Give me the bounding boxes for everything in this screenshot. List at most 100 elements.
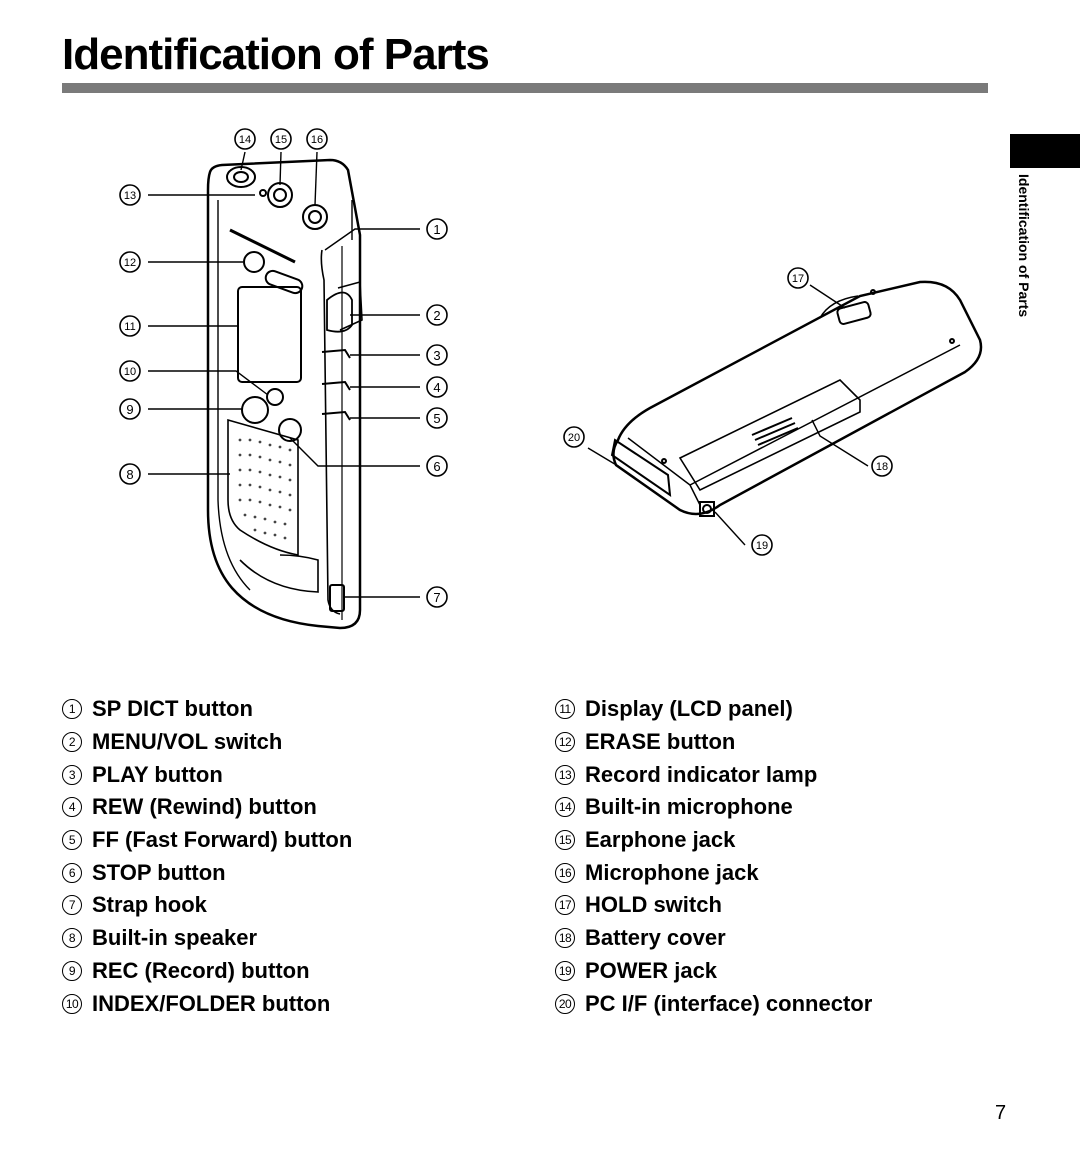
part-item: 3 PLAY button xyxy=(62,758,532,791)
svg-text:14: 14 xyxy=(239,134,251,146)
callout-7: 7 xyxy=(426,586,448,608)
part-item: 16 Microphone jack xyxy=(555,856,1025,889)
part-number: 1 xyxy=(62,699,82,720)
part-number: 17 xyxy=(555,895,575,916)
callout-13: 13 xyxy=(119,184,141,206)
part-number: 4 xyxy=(62,797,82,818)
part-label: PLAY button xyxy=(92,761,223,787)
callout-19: 19 xyxy=(751,534,773,556)
callout-markers: 1 2 3 4 5 6 7 8 9 10 11 12 13 14 15 16 1… xyxy=(119,128,893,608)
callout-20: 20 xyxy=(563,426,585,448)
part-number: 10 xyxy=(62,993,82,1014)
part-item: 13 Record indicator lamp xyxy=(555,758,1025,791)
part-label: MENU/VOL switch xyxy=(92,729,283,755)
callout-11: 11 xyxy=(119,315,141,337)
section-tab-marker xyxy=(1010,134,1080,168)
svg-text:5: 5 xyxy=(433,411,440,426)
part-number: 9 xyxy=(62,960,82,981)
part-number: 13 xyxy=(555,764,575,785)
svg-text:1: 1 xyxy=(433,222,440,237)
part-label: ERASE button xyxy=(585,729,736,755)
part-label: INDEX/FOLDER button xyxy=(92,990,331,1016)
svg-text:15: 15 xyxy=(275,134,287,146)
part-label: FF (Fast Forward) button xyxy=(92,827,353,853)
part-item: 11 Display (LCD panel) xyxy=(555,693,1025,726)
callout-6: 6 xyxy=(426,455,448,477)
svg-text:3: 3 xyxy=(433,348,440,363)
part-item: 18 Battery cover xyxy=(555,922,1025,955)
svg-text:7: 7 xyxy=(433,590,440,605)
svg-text:16: 16 xyxy=(311,134,323,146)
part-label: Battery cover xyxy=(585,925,726,951)
part-item: 17 HOLD switch xyxy=(555,889,1025,922)
svg-text:17: 17 xyxy=(792,273,804,285)
svg-text:18: 18 xyxy=(876,461,888,473)
part-number: 3 xyxy=(62,764,82,785)
callout-17: 17 xyxy=(787,267,809,289)
part-number: 14 xyxy=(555,797,575,818)
part-label: HOLD switch xyxy=(585,892,722,918)
recorder-rear-view xyxy=(610,280,983,517)
svg-text:8: 8 xyxy=(126,467,133,482)
side-section-label: Identification of Parts xyxy=(1016,174,1032,318)
part-number: 18 xyxy=(555,928,575,949)
part-label: SP DICT button xyxy=(92,696,253,722)
callout-1: 1 xyxy=(426,218,448,240)
parts-list-right: 11 Display (LCD panel) 12 ERASE button 13 R… xyxy=(555,693,1025,1020)
part-number: 11 xyxy=(555,699,575,720)
part-label: Built-in speaker xyxy=(92,925,258,951)
part-item: 7 Strap hook xyxy=(62,889,532,922)
callout-leader-lines xyxy=(148,151,869,598)
recorder-front-view xyxy=(206,158,363,630)
svg-text:11: 11 xyxy=(124,321,135,333)
callout-16: 16 xyxy=(306,128,328,150)
callout-15: 15 xyxy=(270,128,292,150)
part-number: 7 xyxy=(62,895,82,916)
part-label: STOP button xyxy=(92,859,226,885)
part-label: Built-in microphone xyxy=(585,794,793,820)
callout-2: 2 xyxy=(426,304,448,326)
parts-list-left: 1 SP DICT button 2 MENU/VOL switch 3 PLAY b… xyxy=(62,693,532,1020)
callout-9: 9 xyxy=(119,398,141,420)
part-label: PC I/F (interface) connector xyxy=(585,990,873,1016)
callout-18: 18 xyxy=(871,455,893,477)
part-label: Microphone jack xyxy=(585,859,759,885)
svg-text:10: 10 xyxy=(124,366,136,378)
callout-4: 4 xyxy=(426,376,448,398)
part-number: 2 xyxy=(62,732,82,753)
part-label: Strap hook xyxy=(92,892,207,918)
svg-text:2: 2 xyxy=(433,308,440,323)
svg-text:6: 6 xyxy=(433,459,440,474)
part-label: Record indicator lamp xyxy=(585,761,818,787)
part-number: 15 xyxy=(555,830,575,851)
callout-3: 3 xyxy=(426,344,448,366)
part-number: 6 xyxy=(62,862,82,883)
part-item: 14 Built-in microphone xyxy=(555,791,1025,824)
part-number: 5 xyxy=(62,830,82,851)
recorder-illustration: 1 2 3 4 5 6 7 8 9 10 11 12 13 14 15 16 1… xyxy=(119,128,983,630)
svg-text:13: 13 xyxy=(124,190,136,202)
page-title: Identification of Parts xyxy=(62,30,490,79)
svg-text:20: 20 xyxy=(568,432,580,444)
callout-12: 12 xyxy=(119,251,141,273)
part-number: 16 xyxy=(555,862,575,883)
part-item: 2 MENU/VOL switch xyxy=(62,726,532,759)
part-label: REW (Rewind) button xyxy=(92,794,317,820)
svg-text:12: 12 xyxy=(124,257,136,269)
callout-10: 10 xyxy=(119,360,141,382)
part-item: 4 REW (Rewind) button xyxy=(62,791,532,824)
part-item: 5 FF (Fast Forward) button xyxy=(62,824,532,857)
part-item: 1 SP DICT button xyxy=(62,693,532,726)
part-item: 12 ERASE button xyxy=(555,726,1025,759)
part-label: Display (LCD panel) xyxy=(585,696,793,722)
svg-text:9: 9 xyxy=(126,402,133,417)
svg-text:4: 4 xyxy=(433,380,440,395)
part-number: 12 xyxy=(555,732,575,753)
callout-8: 8 xyxy=(119,463,141,485)
part-number: 8 xyxy=(62,928,82,949)
part-item: 8 Built-in speaker xyxy=(62,922,532,955)
part-number: 19 xyxy=(555,960,575,981)
